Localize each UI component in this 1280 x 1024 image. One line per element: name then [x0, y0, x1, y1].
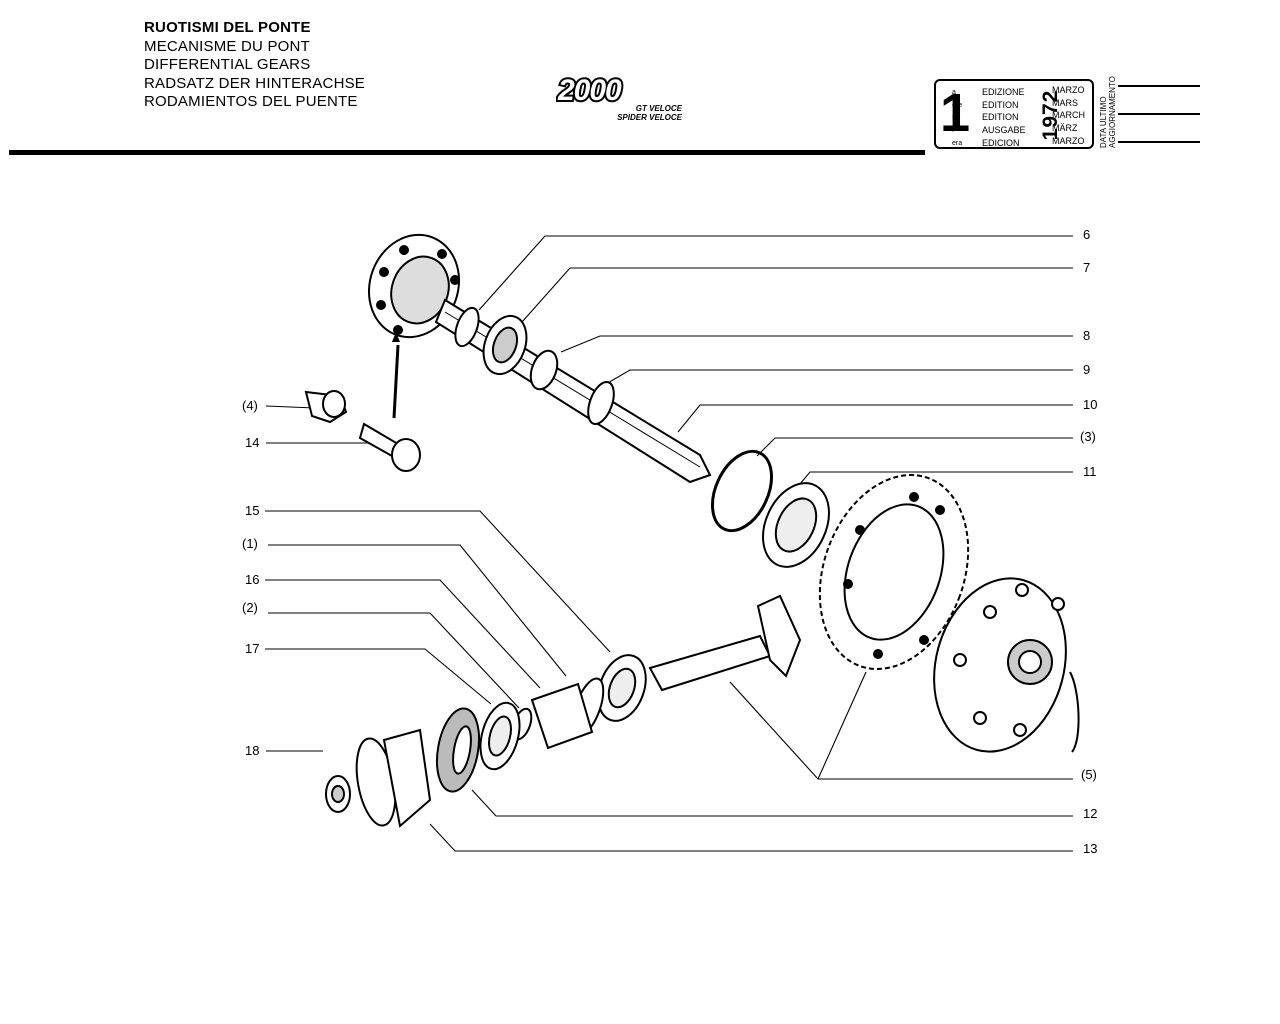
leader-1	[268, 544, 567, 677]
edition-words: EDIZIONE EDITION EDITION AUSGABE EDICION	[982, 86, 1026, 150]
label-7: 7	[1083, 260, 1090, 275]
title-italian: RUOTISMI DEL PONTE	[144, 19, 311, 36]
label-3: (3)	[1080, 429, 1096, 444]
side-gear-edge	[1069, 671, 1080, 753]
label-13: 13	[1083, 841, 1097, 856]
pinion-bearing-15	[597, 654, 647, 722]
differential-carrier	[933, 577, 1067, 753]
leader-2	[268, 612, 520, 709]
title-german: RADSATZ DER HINTERACHSE	[144, 74, 366, 92]
oil-seal-12	[435, 707, 481, 793]
title-block: RUOTISMI DEL PONTE MECANISME DU PONT DIF…	[144, 19, 365, 112]
logo-lettering-inner: 2000	[557, 74, 622, 107]
label-12: 12	[1083, 806, 1097, 821]
leader-11	[799, 471, 1073, 485]
leader-3	[756, 437, 1073, 457]
update-line-1	[1118, 85, 1200, 87]
axle-flange	[367, 233, 461, 339]
edition-word-es: EDICION	[982, 137, 1020, 148]
edition-months: MARZO MARS MARCH MÄRZ MARZO	[1052, 84, 1085, 148]
leader-13	[429, 823, 1073, 852]
label-5: (5)	[1081, 767, 1097, 782]
leader-9	[605, 369, 1073, 385]
label-14: 14	[245, 435, 259, 450]
logo-lettering: 2000	[557, 74, 622, 107]
label-18: 18	[245, 743, 259, 758]
collapsible-spacer-16	[530, 682, 594, 750]
nut-18	[325, 775, 351, 813]
suffix-de: .	[952, 127, 954, 135]
flange-arrow-head	[392, 332, 400, 342]
ring-gear	[818, 474, 970, 670]
month-fr: MARS	[1052, 97, 1079, 108]
leader-8	[560, 335, 1073, 353]
label-6: 6	[1083, 227, 1090, 242]
logo-sub-gt: GT VELOCE	[635, 104, 682, 113]
leader-12	[471, 789, 1073, 817]
companion-flange-13	[355, 728, 432, 828]
pinion-gear	[756, 594, 802, 678]
leader-7	[521, 267, 1073, 323]
nut-4	[304, 390, 348, 424]
edition-word-de: AUSGABE	[982, 125, 1026, 136]
month-en: MARCH	[1052, 110, 1085, 121]
suffix-es: era	[952, 139, 963, 147]
update-line-2	[1118, 113, 1200, 115]
label-8: 8	[1083, 328, 1090, 343]
suffix-it: a	[952, 89, 956, 96]
edition-word-en: EDITION	[982, 112, 1019, 123]
leader-4	[265, 405, 316, 409]
alfa-2000-logo: 2000 2000	[556, 74, 625, 109]
leader-15	[265, 510, 611, 653]
edition-word-fr: EDITION	[982, 99, 1019, 110]
flange-arrow	[392, 344, 400, 419]
update-line-3	[1118, 141, 1200, 143]
label-2: (2)	[242, 600, 258, 615]
month-it: MARZO	[1052, 85, 1085, 95]
edition-number: 1	[940, 83, 971, 143]
title-french: MECANISME DU PONT	[144, 37, 310, 55]
logo-sub-spider: SPIDER VELOCE	[617, 113, 682, 122]
label-15: 15	[245, 503, 259, 518]
pinion-shaft	[648, 634, 772, 692]
bearing-11	[762, 482, 830, 568]
seal-ring-3	[710, 449, 774, 533]
logo-subtitle: GT VELOCE SPIDER VELOCE	[606, 104, 682, 122]
month-de: MÄRZ	[1052, 123, 1078, 134]
suffix-fr: ère	[952, 101, 963, 109]
label-1: (1)	[242, 536, 258, 551]
axle-rings	[454, 306, 615, 426]
leader-6	[478, 235, 1073, 311]
month-es: MARZO	[1052, 135, 1085, 146]
title-english: DIFFERENTIAL GEARS	[144, 56, 311, 74]
leader-16	[265, 579, 541, 689]
edition-box: 1 a ère st . era EDIZIONE EDITION EDITIO…	[934, 79, 1094, 149]
header-rule	[9, 150, 925, 155]
label-4: (4)	[242, 398, 258, 413]
leader-10	[677, 404, 1073, 433]
label-10: 10	[1083, 397, 1097, 412]
label-9: 9	[1083, 362, 1090, 377]
bolt-14	[358, 422, 421, 472]
bearing-17	[479, 701, 521, 771]
leader-17	[265, 648, 492, 705]
axle-shaft-highlight	[444, 311, 701, 468]
edition-suffixes: a ère st . era	[952, 87, 962, 151]
leader-lines	[265, 235, 1073, 852]
label-11: 11	[1083, 464, 1097, 479]
label-16: 16	[245, 572, 259, 587]
label-17: 17	[245, 641, 259, 656]
edition-word-it: EDIZIONE	[982, 87, 1025, 97]
callout-labels: 6 7 8 9 10 (3) 11 (4) 14 15 (1) 16 (2) 1…	[242, 227, 1097, 856]
suffix-en: st	[952, 114, 958, 122]
leader-5b	[817, 671, 867, 780]
title-spanish: RODAMIENTOS DEL PUENTE	[144, 93, 358, 111]
